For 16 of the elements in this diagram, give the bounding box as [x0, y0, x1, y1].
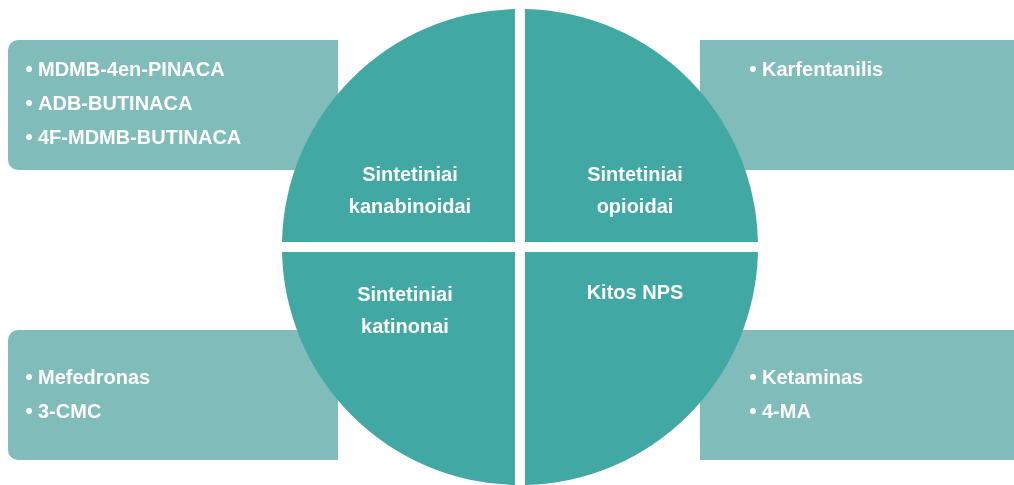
list-item: Ketaminas [762, 365, 864, 390]
category-label: Sintetiniai kanabinoidai [347, 162, 473, 219]
list-panel [700, 40, 1014, 170]
list-item: Mefedronas [38, 365, 151, 390]
list-panel [700, 330, 1014, 460]
category-label: Sintetiniai katinonai [356, 282, 454, 339]
list-item: ADB-BUTINACA [38, 91, 193, 116]
list-item: Karfentanilis [762, 57, 884, 82]
list-item: MDMB-4en-PINACA [38, 57, 225, 82]
category-label: Kitos NPS [585, 280, 685, 305]
list-item: 4F-MDMB-BUTINACA [38, 125, 242, 150]
category-label: Sintetiniai opioidai [586, 162, 684, 219]
list-item: 4-MA [762, 399, 811, 424]
list-panel [8, 40, 338, 170]
list-panel [8, 330, 338, 460]
list-item: 3-CMC [38, 399, 102, 424]
